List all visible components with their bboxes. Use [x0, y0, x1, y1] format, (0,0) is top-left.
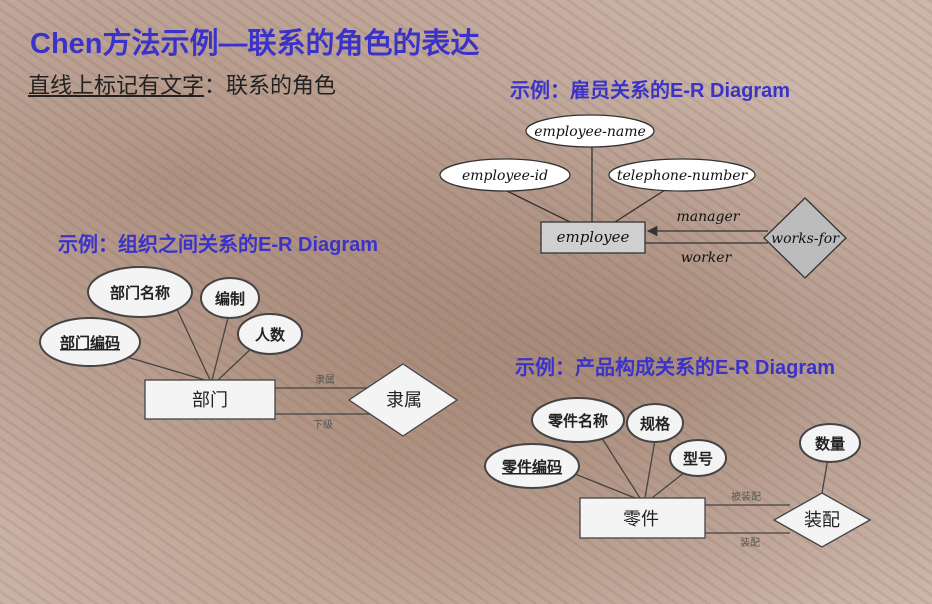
- relationship-assembly: [772, 492, 872, 548]
- label-dept-code: 部门编码: [60, 334, 120, 352]
- role-manager: manager: [677, 209, 741, 225]
- label-telephone-number: telephone-number: [617, 168, 749, 184]
- entity-part: [579, 497, 706, 539]
- product-diagram: [484, 397, 872, 548]
- employee-diagram: [439, 114, 847, 279]
- slide-title: Chen方法示例—联系的角色的表达: [30, 28, 480, 60]
- label-department: 部门: [192, 390, 228, 411]
- attr-model: [669, 439, 727, 477]
- attr-telephone-number: [608, 158, 756, 192]
- label-employee: employee: [557, 228, 630, 246]
- subtitle-underlined: 直线上标记有文字: [28, 74, 205, 99]
- edge-spec: [644, 439, 656, 499]
- product-example-heading: 示例：产品构成关系的E-R Diagram: [515, 357, 836, 379]
- label-quantity: 数量: [815, 435, 845, 453]
- subtitle-rest: ：联系的角色: [204, 74, 337, 99]
- edge-dept-code: [119, 354, 206, 381]
- role-worker: worker: [681, 250, 733, 266]
- org-diagram: [39, 266, 459, 437]
- label-part: 零件: [623, 509, 659, 530]
- label-model: 型号: [683, 450, 713, 468]
- attr-headcount: [237, 313, 303, 355]
- role-child: 下级: [313, 419, 333, 431]
- attr-staffing: [200, 277, 260, 319]
- employee-example-heading: 示例：雇员关系的E-R Diagram: [510, 80, 791, 102]
- label-employee-name: employee-name: [534, 124, 646, 140]
- edge-dept-name: [174, 304, 211, 381]
- entity-department: [144, 379, 276, 420]
- label-headcount: 人数: [255, 326, 286, 344]
- attr-employee-id: [439, 158, 571, 192]
- edge-part-name: [599, 434, 641, 499]
- label-belongs-to: 隶属: [386, 390, 422, 411]
- role-assembled: 被装配: [731, 490, 761, 503]
- attr-spec: [626, 403, 684, 443]
- label-works-for: works-for: [771, 231, 840, 247]
- relationship-belongs-to: [347, 363, 459, 437]
- label-spec: 规格: [640, 415, 671, 433]
- label-assembly: 装配: [804, 510, 840, 531]
- attr-employee-name: [525, 114, 655, 148]
- relationship-works-for: [763, 197, 847, 279]
- attr-dept-name: [87, 266, 193, 318]
- role-assembles: 装配: [740, 536, 760, 549]
- edge-employee-id: [504, 189, 571, 223]
- edge-staffing: [211, 309, 231, 381]
- edge-headcount: [217, 344, 256, 381]
- attr-dept-code: [39, 317, 141, 367]
- edge-telephone-number: [614, 189, 666, 223]
- role-parent: 隶属: [315, 373, 335, 386]
- attr-part-code: [484, 443, 580, 489]
- entity-employee: [540, 221, 646, 254]
- edge-quantity: [821, 457, 829, 494]
- label-staffing: 编制: [215, 290, 245, 308]
- label-part-code: 零件编码: [501, 458, 562, 476]
- label-employee-id: employee-id: [462, 168, 548, 184]
- slide-subtitle: 直线上标记有文字：联系的角色: [28, 68, 336, 100]
- label-part-name: 零件名称: [547, 412, 608, 430]
- attr-part-name: [531, 397, 625, 443]
- label-dept-name: 部门名称: [110, 284, 170, 302]
- attr-quantity: [799, 423, 861, 463]
- org-example-heading: 示例：组织之间关系的E-R Diagram: [58, 234, 379, 256]
